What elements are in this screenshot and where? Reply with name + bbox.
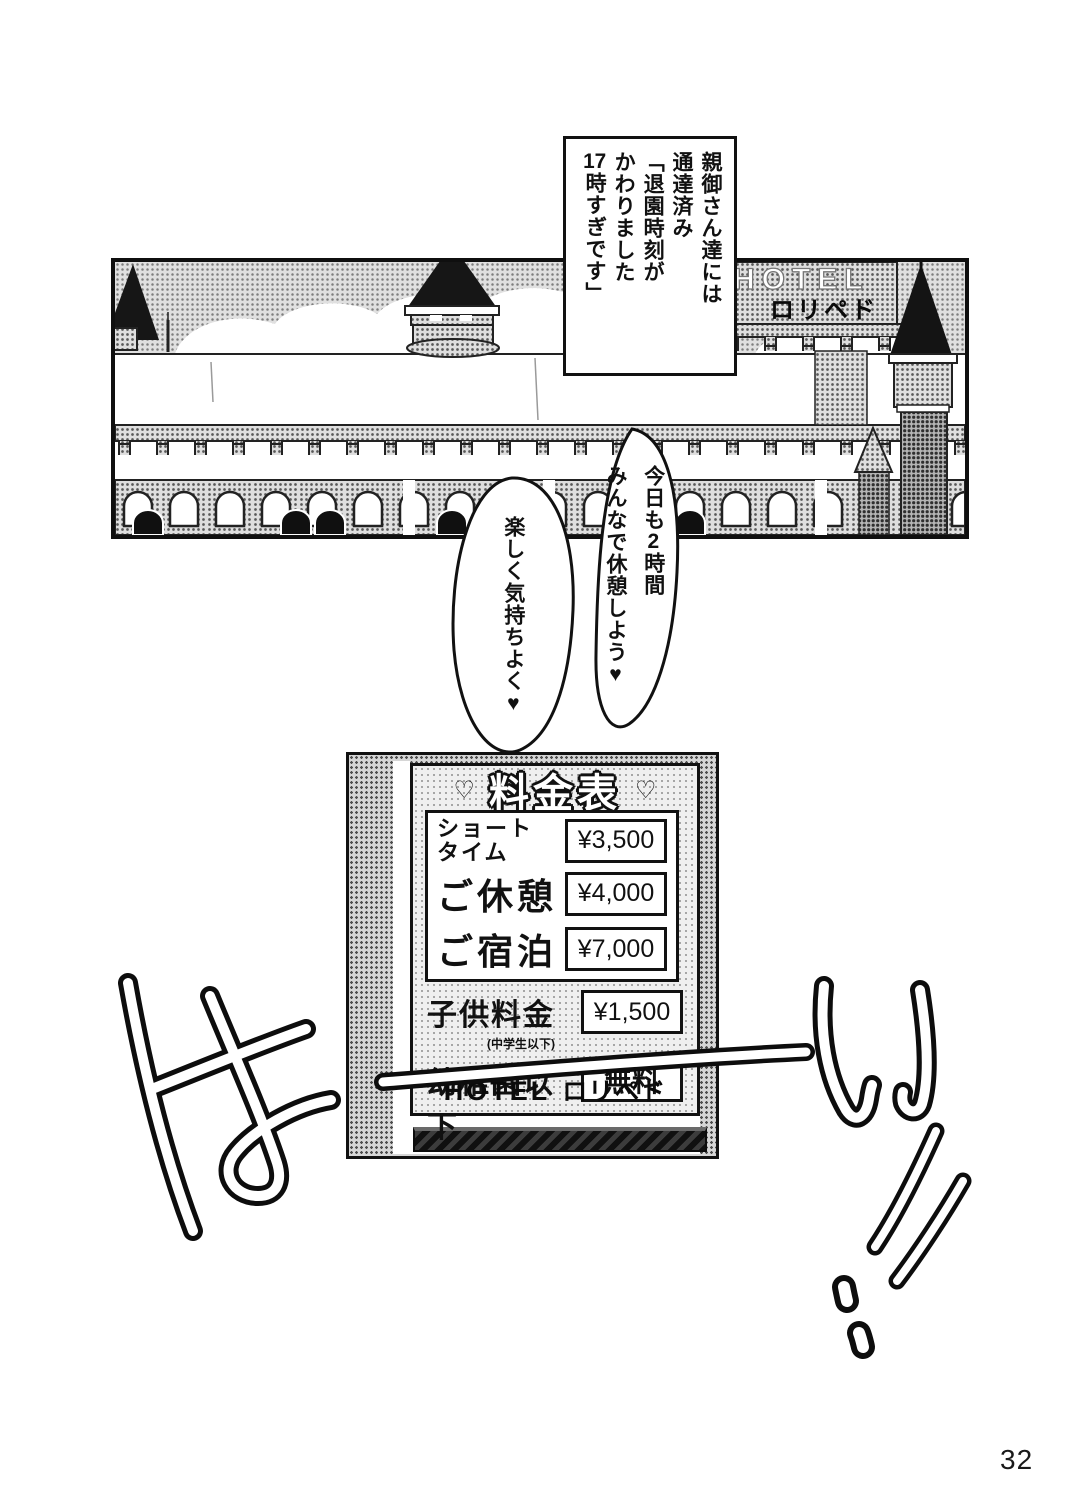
price-board-title-row: ♡ 料金表 ♡ xyxy=(413,768,697,816)
price-note: (中学生以下) xyxy=(487,1037,555,1051)
main-price-table: ショート タイム ¥3,500 ご休憩 ¥4,000 ご宿泊 ¥7,000 xyxy=(425,810,679,982)
page-number: 32 xyxy=(1000,1444,1034,1475)
speech-bubble-right xyxy=(594,427,680,729)
sign-gap xyxy=(393,761,410,1117)
price-sign: ♡ 料金表 ♡ ショート タイム ¥3,500 ご休憩 ¥4,000 ご宿泊 xyxy=(346,752,719,1159)
hotel-sign-kana: ロリペド xyxy=(770,297,878,324)
left-tower-roof xyxy=(115,264,159,340)
gable-roof xyxy=(853,425,894,535)
price-board: ♡ 料金表 ♡ ショート タイム ¥3,500 ご休憩 ¥4,000 ご宿泊 xyxy=(410,763,700,1144)
heart-outline-icon: ♡ xyxy=(453,776,475,804)
speech-line: 今日も2時間 xyxy=(641,465,665,596)
price-label: ご休憩 xyxy=(437,875,558,917)
narration-line: 「退園時刻が xyxy=(641,151,665,283)
narration-box: 親御さん達には 通達済み 「退園時刻が かわりました 17時すぎです」 xyxy=(563,136,737,376)
narration-text: 親御さん達には 通達済み 「退園時刻が かわりました 17時すぎです」 xyxy=(566,139,734,373)
price-label: ご宿泊 xyxy=(437,931,558,973)
speech-text-left: 楽しく気持ちよく♥ xyxy=(452,490,574,742)
narration-line: かわりました xyxy=(612,151,636,283)
gates xyxy=(132,509,706,535)
hotel-name-latin: HOTEL xyxy=(443,1076,551,1106)
hotel-building: HOTEL ロリペド xyxy=(704,262,906,426)
speech-bubble-left xyxy=(451,476,575,754)
price-board-title: 料金表 xyxy=(489,772,621,816)
price-value: ¥4,000 xyxy=(565,871,667,916)
price-row: ショート タイム ¥3,500 xyxy=(428,815,676,865)
hotel-sign-latin: HOTEL xyxy=(733,263,870,296)
price-value: ¥7,000 xyxy=(565,927,667,972)
speech-line: みんなで休憩しよう♥ xyxy=(604,465,627,687)
speech-bubbles xyxy=(451,427,680,754)
price-row: ご休憩 ¥4,000 xyxy=(428,868,676,920)
speech-text-right: 今日も2時間 みんなで休憩しよう♥ xyxy=(586,436,682,716)
price-row: ご宿泊 ¥7,000 xyxy=(428,923,676,975)
price-value: ¥1,500 xyxy=(581,990,683,1034)
speech-line: 楽しく気持ちよく♥ xyxy=(501,516,525,716)
heart-outline-icon: ♡ xyxy=(635,776,657,804)
price-row: 子供料金 (中学生以下) ¥1,500 xyxy=(425,990,685,1052)
price-board-footer: HOTEL ロリペド xyxy=(413,1072,697,1108)
right-tower xyxy=(888,262,958,535)
narration-line: 通達済み xyxy=(670,151,694,239)
hotel-name-kana: ロリペド xyxy=(562,1078,667,1106)
center-tower xyxy=(404,262,500,358)
price-label: ショート タイム xyxy=(437,815,534,865)
price-label: 子供料金 (中学生以下) xyxy=(427,999,555,1051)
price-value: ¥3,500 xyxy=(565,818,667,863)
sub-price-table: 子供料金 (中学生以下) ¥1,500 幼稚園以下 無料 xyxy=(425,990,685,1152)
sign-base xyxy=(413,1127,707,1152)
narration-line: 17時すぎです」 xyxy=(583,151,607,304)
narration-line: 親御さん達には xyxy=(699,151,722,305)
